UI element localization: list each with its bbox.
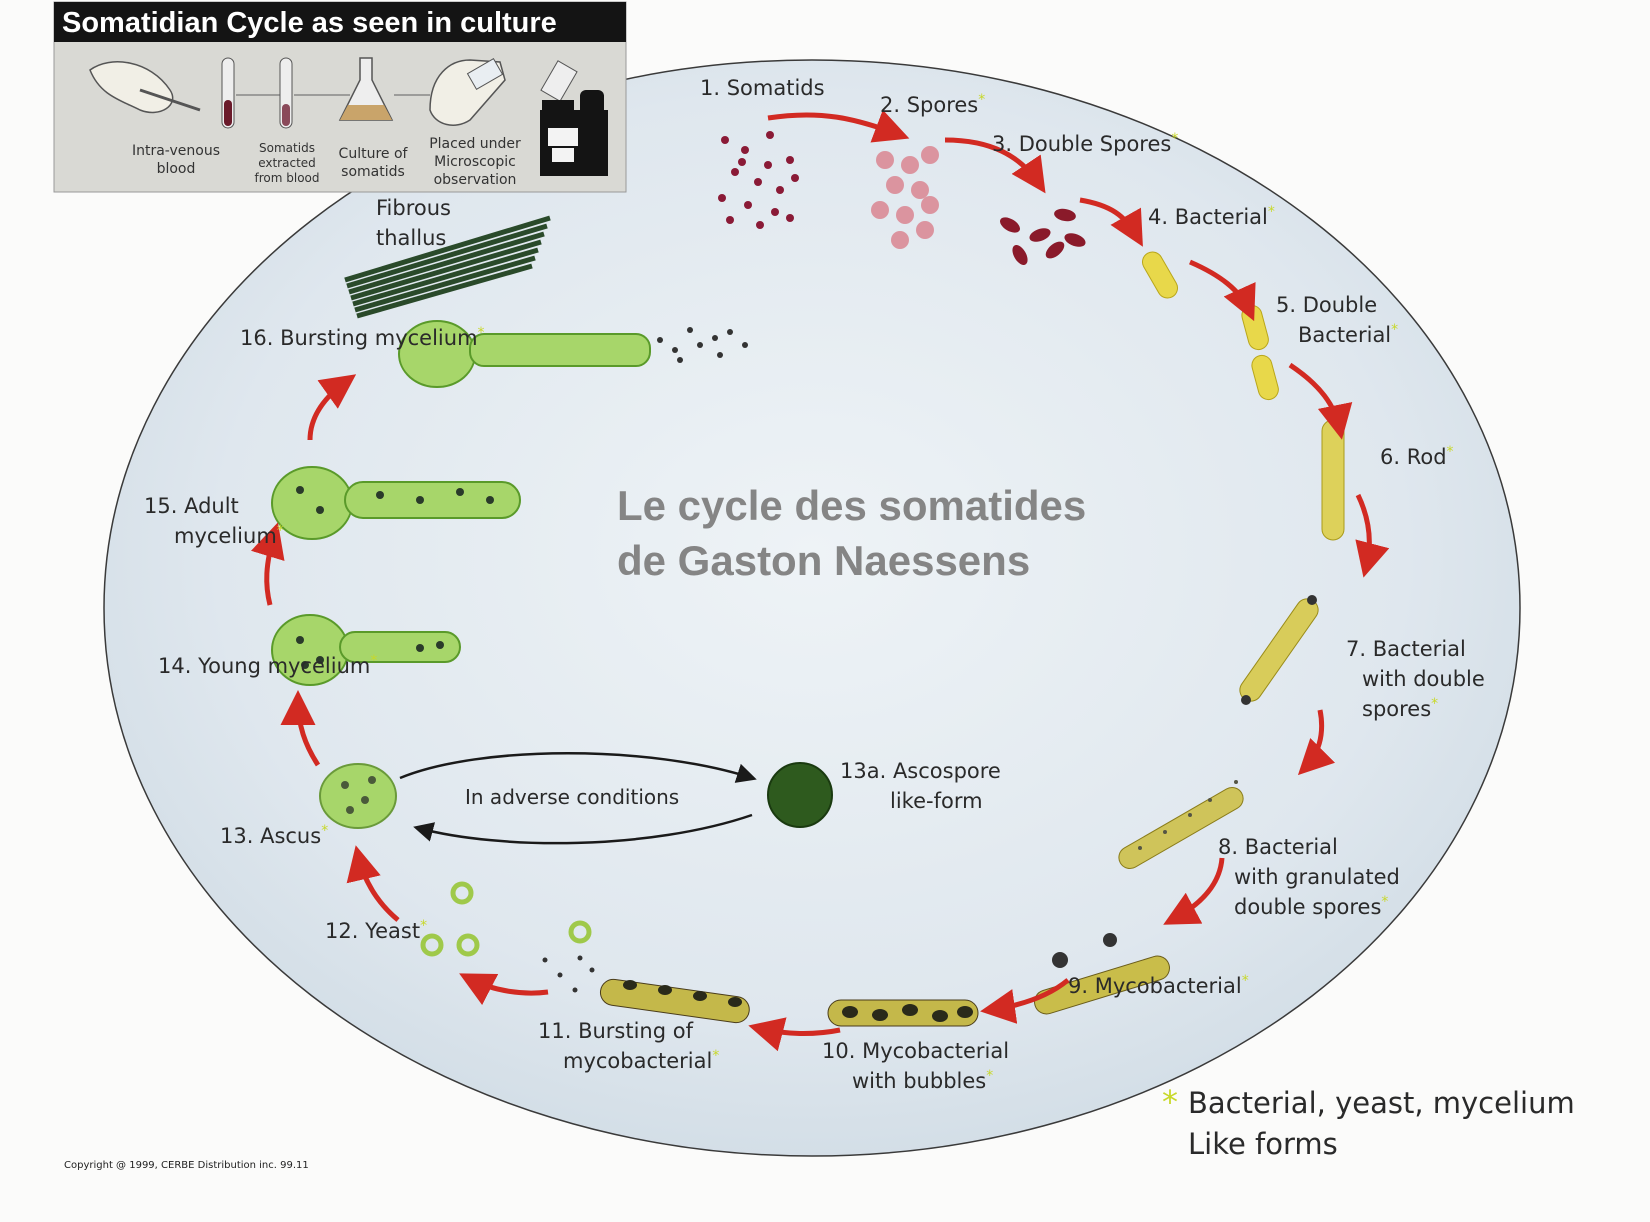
bacterial-double-spores-icon <box>1239 595 1319 705</box>
bursting-mycobacterial-icon <box>542 955 750 1024</box>
young-mycelium-icon <box>271 614 461 686</box>
spores-icon <box>871 146 939 249</box>
arrow-to-ascospore <box>399 752 757 783</box>
blood-tube-icon <box>221 57 235 129</box>
microscope-icon <box>540 60 608 176</box>
label-s14: 14. Young mycelium* <box>158 653 377 678</box>
cycle-arrows <box>251 109 1390 1052</box>
arrow-12-13 <box>346 845 400 922</box>
label-s16: 16. Bursting mycelium* <box>240 325 485 350</box>
label-s13: 13. Ascus* <box>220 823 328 848</box>
somatid-tube-icon <box>279 57 293 129</box>
organism-illustrations <box>271 131 1345 1027</box>
label-s3: 3. Double Spores* <box>992 131 1178 156</box>
adult-mycelium-icon <box>271 466 521 540</box>
arrow-to-ascus <box>413 813 753 845</box>
arrow-15-16 <box>307 374 357 441</box>
ascus-icon <box>319 763 397 829</box>
arrow-4-5 <box>1189 259 1256 322</box>
label-s2: 2. Spores* <box>880 92 985 117</box>
arrow-7-8 <box>1297 709 1336 776</box>
syringe-hand-icon <box>89 61 201 114</box>
main-title-line2: de Gaston Naessens <box>617 537 1030 584</box>
label-s1: 1. Somatids <box>700 76 825 100</box>
header-title: Somatidian Cycle as seen in culture <box>62 7 557 39</box>
rod-icon <box>1321 419 1345 541</box>
somatids-icon <box>718 131 799 229</box>
yeast-icon <box>420 881 592 957</box>
label-s9: 9. Mycobacterial* <box>1068 973 1249 998</box>
arrow-13-14 <box>280 690 321 767</box>
arrow-8-9 <box>1163 857 1225 925</box>
arrow-11-12 <box>459 973 549 1006</box>
legend-line1: Bacterial, yeast, mycelium <box>1188 1086 1575 1120</box>
mycobacterial-bubbles-icon <box>827 999 979 1027</box>
bursting-mycelium-icon <box>398 320 748 388</box>
mycobacterial-icon <box>1034 933 1170 1015</box>
arrow-2-3 <box>944 137 1046 194</box>
slide-hand-icon <box>429 58 506 126</box>
legend-star-icon: * <box>1162 1083 1178 1121</box>
arrow-14-15 <box>251 522 285 606</box>
label-s6: 6. Rod* <box>1380 444 1454 469</box>
arrow-5-6 <box>1288 362 1353 440</box>
arrow-1-2 <box>767 109 910 143</box>
copyright-text: Copyright @ 1999, CERBE Distribution inc… <box>64 1160 309 1171</box>
bacterial-granulated-icon <box>1118 780 1244 869</box>
stage-labels: 1. Somatids 2. Spores* 3. Double Spores* 4.… <box>144 76 1485 1093</box>
arrow-9-10 <box>980 978 1070 1024</box>
main-title-line1: Le cycle des somatides <box>617 482 1086 529</box>
fibrous-thallus-icon <box>344 215 551 319</box>
label-s4: 4. Bacterial* <box>1148 204 1275 229</box>
legend: * Bacterial, yeast, mycelium Like forms <box>1162 1083 1575 1161</box>
double-spores-icon <box>1000 208 1086 265</box>
adverse-conditions-label: In adverse conditions <box>465 785 679 809</box>
culture-flask-icon <box>338 57 394 121</box>
legend-line2: Like forms <box>1188 1127 1338 1161</box>
ascospore-icon <box>767 762 833 828</box>
arrow-10-11 <box>748 1017 841 1052</box>
arrow-3-4 <box>1079 197 1143 247</box>
label-s12: 12. Yeast* <box>325 918 427 943</box>
arrow-6-7 <box>1355 493 1390 578</box>
bacterial-icon <box>1142 251 1178 299</box>
header-panel: Somatidian Cycle as seen in culture <box>53 1 627 193</box>
